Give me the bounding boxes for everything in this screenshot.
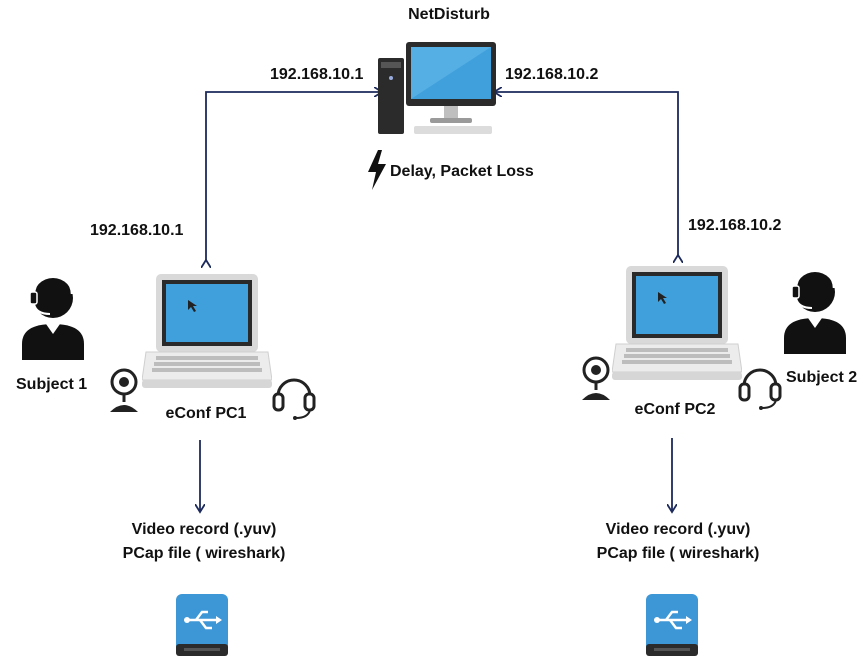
right-top-ip: 192.168.10.2 — [505, 66, 599, 83]
webcam-icon — [582, 356, 610, 400]
webcam-icon — [110, 368, 138, 412]
desktop-computer-icon — [378, 42, 496, 134]
subject-1-label: Subject 1 — [16, 376, 88, 393]
left-output-line2: PCap file ( wireshark) — [122, 545, 286, 562]
lightning-icon — [368, 150, 386, 190]
right-pc-ip: 192.168.10.2 — [688, 217, 782, 234]
left-link-line — [206, 92, 382, 260]
subject-2-label: Subject 2 — [786, 369, 858, 386]
left-output-line1: Video record (.yuv) — [131, 521, 277, 538]
usb-drive-icon — [176, 594, 228, 656]
left-pc-ip: 192.168.10.1 — [90, 222, 184, 239]
usb-drive-icon — [646, 594, 698, 656]
laptop-icon — [612, 266, 742, 380]
econf-pc1-label: eConf PC1 — [165, 405, 247, 422]
person-headset-icon — [784, 267, 846, 354]
impairment-label: Delay, Packet Loss — [390, 163, 534, 180]
econf-pc2-label: eConf PC2 — [634, 401, 716, 418]
right-output-line1: Video record (.yuv) — [605, 521, 751, 538]
right-output-line2: PCap file ( wireshark) — [596, 545, 760, 562]
person-headset-icon — [22, 273, 84, 360]
right-link-line — [494, 92, 678, 255]
laptop-icon — [142, 274, 272, 388]
left-top-ip: 192.168.10.1 — [270, 66, 364, 83]
headset-icon — [738, 368, 782, 410]
headset-icon — [272, 378, 316, 420]
server-name: NetDisturb — [408, 6, 490, 23]
